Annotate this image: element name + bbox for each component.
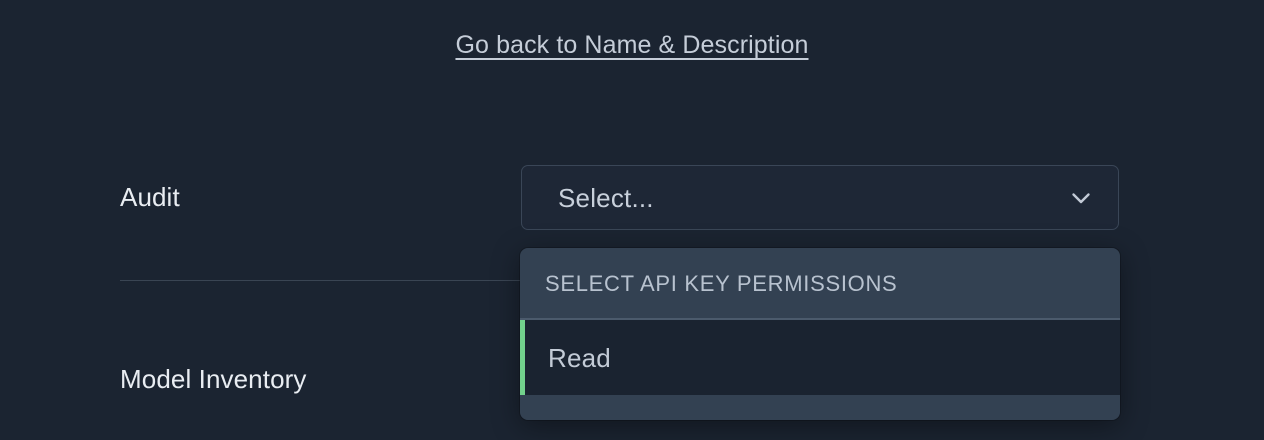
dropdown-option-read[interactable]: Read <box>520 320 1120 395</box>
dropdown-group-header: Select API Key Permissions <box>520 248 1120 320</box>
field-label-audit: Audit <box>120 182 180 212</box>
back-link-row: Go back to Name & Description <box>0 30 1264 60</box>
select-value: Select... <box>558 182 654 213</box>
field-label-model-inventory: Model Inventory <box>120 364 307 394</box>
chevron-down-icon[interactable] <box>1066 183 1096 213</box>
go-back-link[interactable]: Go back to Name & Description <box>455 31 809 59</box>
dropdown-option-label: Read <box>548 342 611 373</box>
audit-permissions-select[interactable]: Select... <box>521 165 1119 230</box>
selected-accent-bar <box>520 320 525 395</box>
dropdown-group-header-label: Select API Key Permissions <box>545 271 898 296</box>
dropdown-option-next-partial[interactable] <box>520 395 1120 420</box>
dropdown-header-divider <box>520 318 1120 320</box>
select-dropdown-menu[interactable]: Select API Key Permissions Read <box>520 248 1120 420</box>
